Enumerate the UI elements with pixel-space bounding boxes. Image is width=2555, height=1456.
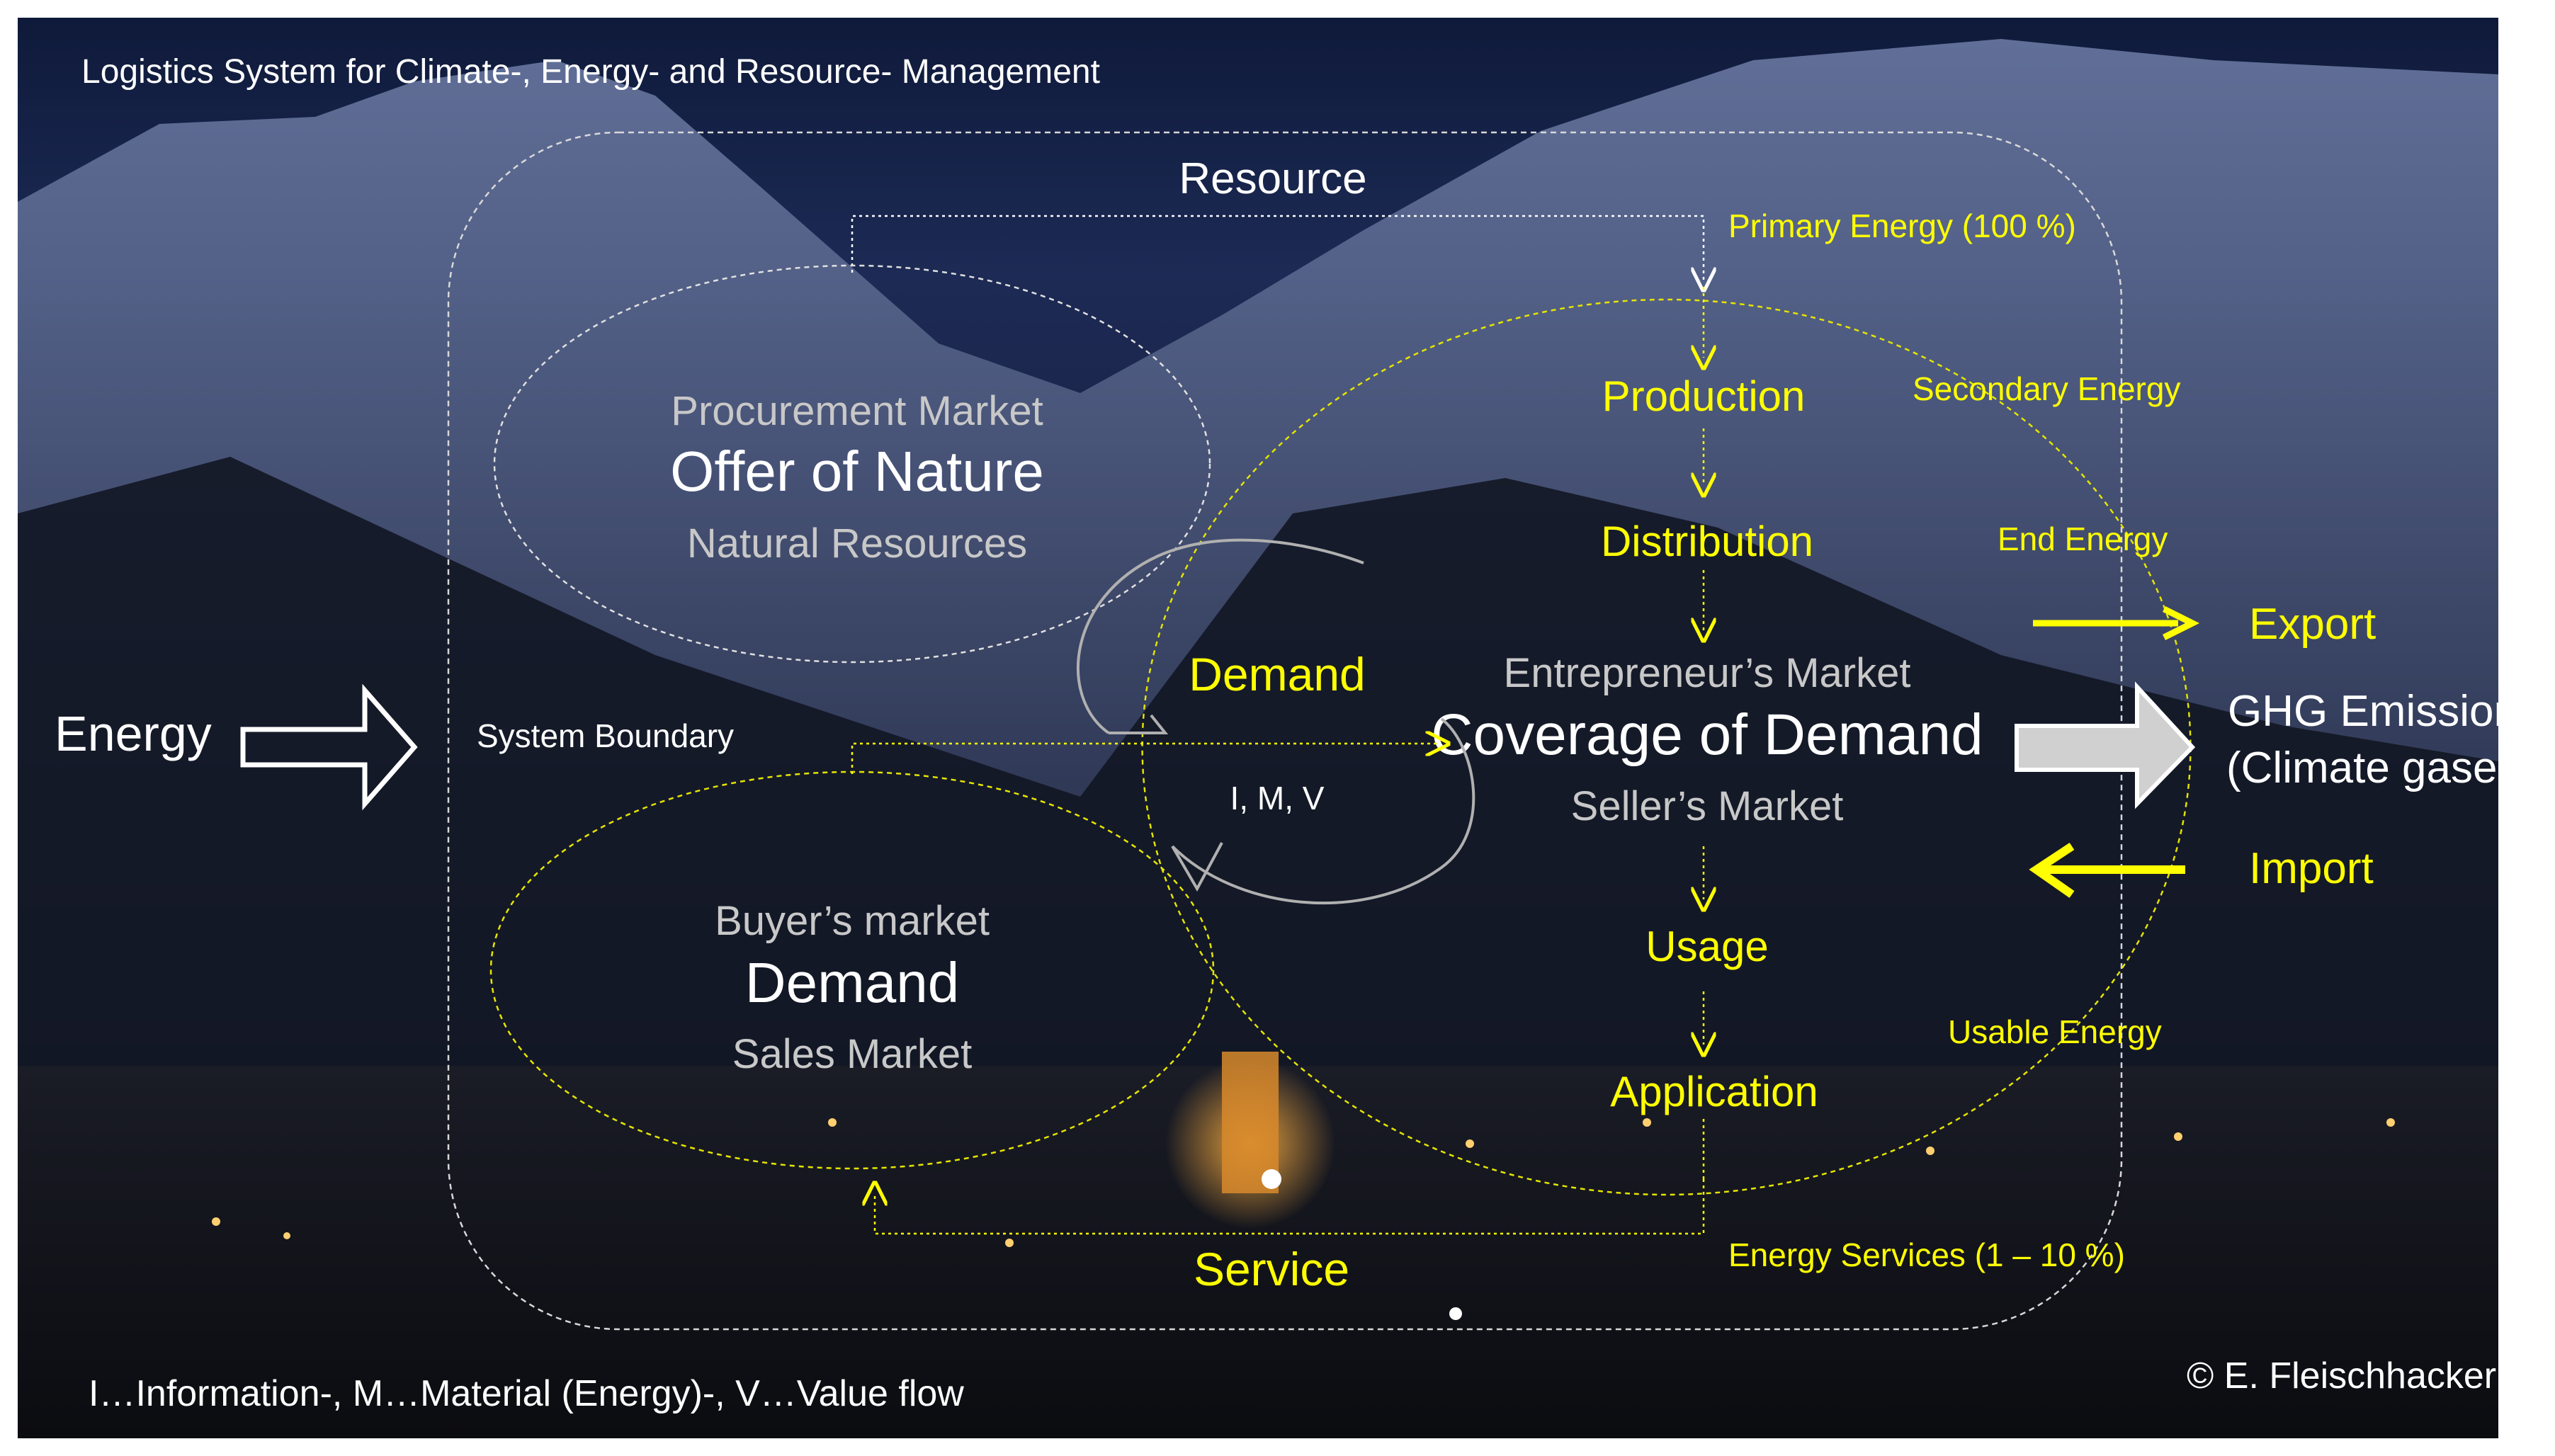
end-energy-label: End Energy <box>1998 521 2168 557</box>
cycle-imv-label: I, M, V <box>1230 780 1325 817</box>
resource-label: Resource <box>1179 154 1366 203</box>
page-title: Logistics System for Climate-, Energy- a… <box>81 53 1100 91</box>
flow-legend: I…Information-, M…Material (Energy)-, V…… <box>89 1373 964 1414</box>
ghg-emissions-line1: GHG Emissions <box>2228 687 2498 736</box>
distribution-label: Distribution <box>1601 518 1813 565</box>
procurement-main-label: Offer of Nature <box>670 440 1044 503</box>
mountain-backdrop <box>18 39 2498 1438</box>
export-label: Export <box>2249 600 2376 649</box>
ghg-emissions-line2: (Climate gases) <box>2226 744 2498 792</box>
service-flow-line <box>875 1179 1705 1235</box>
procurement-top-label: Procurement Market <box>671 388 1043 434</box>
night-mountain-background: Logistics System for Climate-, Energy- a… <box>18 18 2498 1438</box>
import-arrow-head <box>2029 842 2075 898</box>
import-label: Import <box>2249 844 2374 893</box>
ghg-emissions-arrow <box>2015 681 2196 809</box>
demand-cycle-arrows <box>1076 538 1475 905</box>
cycle-demand-label: Demand <box>1189 648 1365 700</box>
export-arrow-head <box>2162 605 2200 641</box>
secondary-energy-label: Secondary Energy <box>1913 370 2180 407</box>
energy-services-label: Energy Services (1 – 10 %) <box>1728 1236 2125 1273</box>
usable-energy-label: Usable Energy <box>1948 1013 2162 1050</box>
village-lights <box>212 1052 2395 1320</box>
buyer-top-label: Buyer’s market <box>715 898 990 944</box>
demand-flow-line <box>851 744 1438 774</box>
system-boundary-label: System Boundary <box>477 717 734 754</box>
energy-input-arrow <box>240 683 418 811</box>
buyer-main-label: Demand <box>745 951 959 1014</box>
primary-energy-label: Primary Energy (100 %) <box>1728 207 2076 244</box>
energy-label: Energy <box>55 706 212 761</box>
entrepreneur-main-label: Coverage of Demand <box>1431 703 1983 767</box>
buyer-bottom-label: Sales Market <box>732 1031 972 1077</box>
diagram-canvas: Logistics System for Climate-, Energy- a… <box>18 39 2498 1438</box>
procurement-bottom-label: Natural Resources <box>687 521 1027 567</box>
usage-label: Usage <box>1645 923 1768 970</box>
procurement-market-ellipse <box>493 264 1211 664</box>
service-label: Service <box>1194 1243 1349 1295</box>
copyright-label: © E. Fleischhacker <box>2187 1355 2496 1397</box>
entrepreneur-top-label: Entrepreneur’s Market <box>1504 650 1911 696</box>
resource-flow-line <box>851 215 1704 280</box>
production-label: Production <box>1602 372 1806 420</box>
entrepreneur-bottom-label: Seller’s Market <box>1571 783 1844 829</box>
application-label: Application <box>1610 1068 1818 1115</box>
